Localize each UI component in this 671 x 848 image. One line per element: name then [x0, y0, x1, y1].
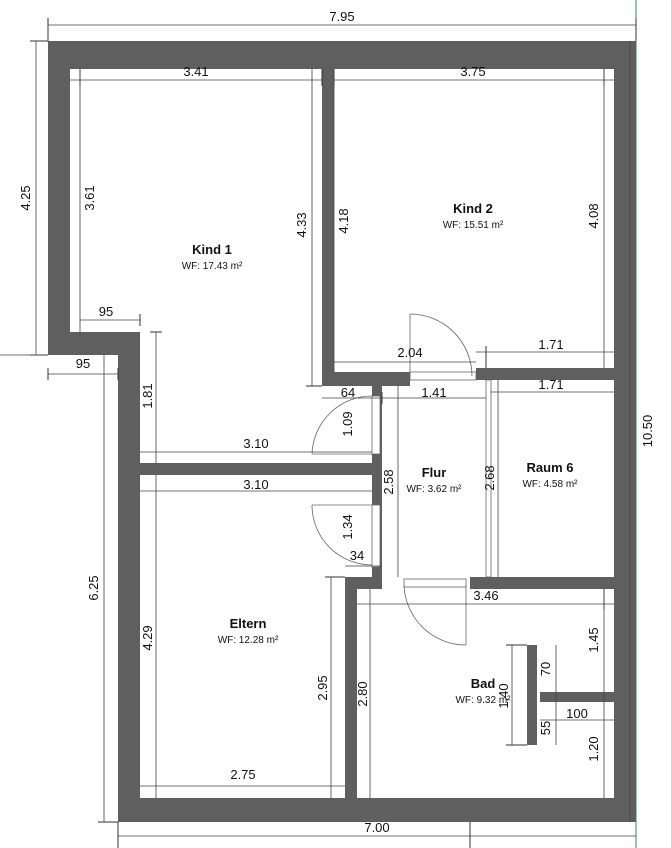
dim-kind1-left: 3.61 — [82, 185, 97, 210]
wall-right — [614, 41, 636, 822]
wall-bad-partition — [527, 645, 537, 745]
dim-kind1-notch: 95 — [99, 304, 113, 319]
dim-raum6-top: 1.71 — [538, 377, 563, 392]
dim-kind2-right: 4.08 — [586, 203, 601, 228]
wall-notch — [48, 332, 140, 355]
room-bad-area: WF: 9.32 m² — [455, 695, 511, 706]
dim-overall-top: 7.95 — [329, 9, 354, 24]
door-kind1[interactable] — [311, 395, 381, 455]
dim-bad-140: 1.40 — [496, 683, 511, 708]
room-kind1-name: Kind 1 — [192, 242, 232, 257]
wall-kind1-eltern — [140, 463, 382, 475]
dimension-labels: 7.95 4.25 6.25 95 7.00 10.50 3.41 3.61 9… — [18, 9, 655, 835]
dim-flur-bottom: 34 — [350, 548, 364, 563]
dim-bad-120: 1.20 — [586, 736, 601, 761]
room-flur-name: Flur — [422, 465, 447, 480]
door-eltern[interactable] — [311, 504, 381, 568]
wall-left-upper — [48, 41, 70, 355]
dim-kind1-right: 4.33 — [294, 212, 309, 237]
room-labels: Kind 1 WF: 17.43 m² Kind 2 WF: 15.51 m² … — [182, 201, 578, 706]
dim-kind2-bottom-right: 1.71 — [538, 337, 563, 352]
dim-bad-top: 3.46 — [473, 588, 498, 603]
wall-kind2-bottom-right — [476, 368, 614, 380]
dim-eltern-right: 2.95 — [315, 675, 330, 700]
dim-bad-70: 70 — [538, 662, 553, 676]
wall-bad-top — [470, 577, 614, 589]
room-bad-name: Bad — [471, 676, 496, 691]
dim-kind2-left: 4.18 — [336, 208, 351, 233]
dim-bad-100: 100 — [566, 706, 588, 721]
room-kind1-area: WF: 17.43 m² — [182, 261, 243, 272]
dim-raum6-height: 2.68 — [482, 465, 497, 490]
dim-flur-height: 2.58 — [381, 469, 396, 494]
dim-flur-left: 64 — [341, 385, 355, 400]
dim-overall-bottom: 7.00 — [364, 820, 389, 835]
dim-kind2-bottom: 2.04 — [397, 345, 422, 360]
outer-walls — [48, 41, 636, 822]
glass-partition — [485, 379, 492, 578]
wall-flur-left — [372, 386, 382, 586]
dim-wall-lower: 3.10 — [243, 477, 268, 492]
wall-bad-stub — [540, 692, 614, 702]
dim-eltern-height: 4.29 — [140, 625, 155, 650]
room-eltern-name: Eltern — [230, 616, 267, 631]
wall-kind2-bottom-left — [322, 372, 410, 386]
room-kind2-name: Kind 2 — [453, 201, 493, 216]
dim-kind2-width: 3.75 — [460, 64, 485, 79]
dim-overall-right: 10.50 — [640, 415, 655, 448]
dim-left-upper: 4.25 — [18, 185, 33, 210]
interior-walls — [140, 69, 614, 798]
room-flur-area: WF: 3.62 m² — [406, 484, 462, 495]
wall-left-lower — [118, 332, 140, 822]
dim-bad-left: 2.80 — [355, 681, 370, 706]
wall-top — [48, 41, 636, 69]
wall-kind1-kind2 — [322, 69, 334, 386]
room-raum6-name: Raum 6 — [527, 460, 574, 475]
dim-outer-notch: 95 — [76, 356, 90, 371]
room-raum6-area: WF: 4.58 m² — [522, 479, 578, 490]
dim-bad-55: 55 — [538, 721, 553, 735]
dim-eltern-bottom: 2.75 — [230, 767, 255, 782]
door-bad[interactable] — [403, 578, 467, 646]
room-eltern-area: WF: 12.28 m² — [218, 635, 279, 646]
dim-door-upper: 1.09 — [340, 411, 355, 436]
dim-wall-upper: 3.10 — [243, 436, 268, 451]
wall-eltern-bad — [345, 577, 357, 798]
dim-bad-145: 1.45 — [586, 627, 601, 652]
dim-left-lower: 6.25 — [86, 575, 101, 600]
room-kind2-area: WF: 15.51 m² — [443, 220, 504, 231]
dim-door-lower: 1.34 — [340, 514, 355, 539]
dim-kind1-width: 3.41 — [183, 64, 208, 79]
dim-corridor-left: 1.81 — [140, 383, 155, 408]
dimension-lines — [0, 18, 637, 848]
door-kind2[interactable] — [409, 313, 477, 381]
wall-bottom — [118, 798, 636, 822]
dim-flur-top: 1.41 — [421, 385, 446, 400]
